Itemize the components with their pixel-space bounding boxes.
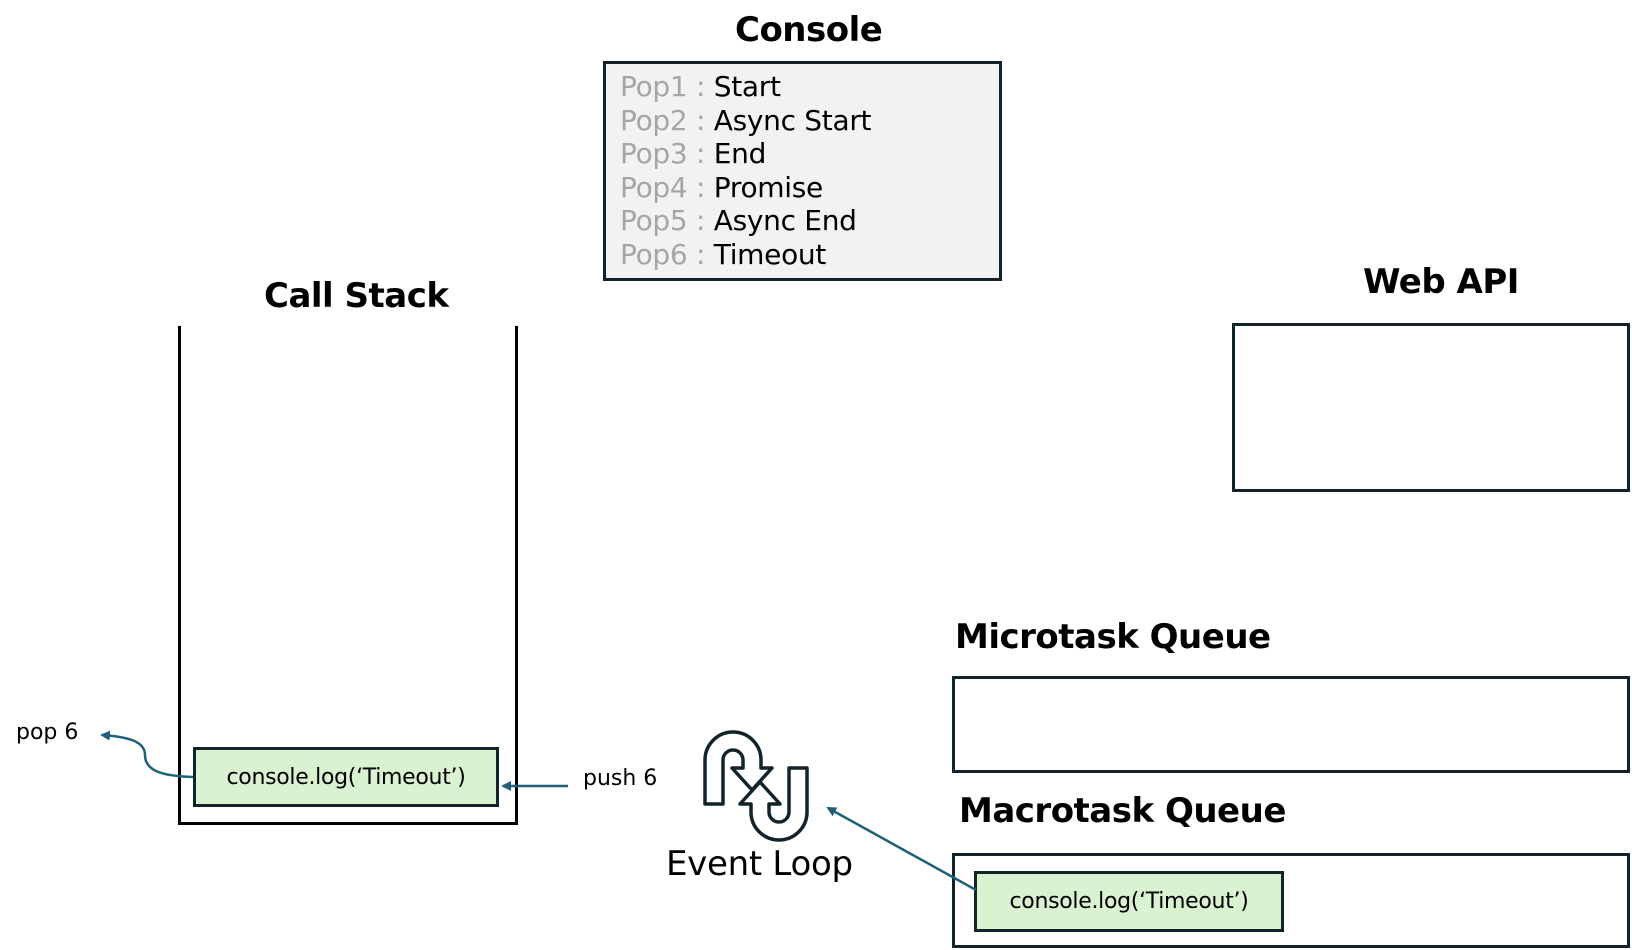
- console-output: Async Start: [713, 103, 872, 137]
- console-line: Pop3 : End: [620, 137, 999, 171]
- pop-label: pop 6: [16, 720, 79, 745]
- console-line: Pop4 : Promise: [620, 171, 999, 205]
- macrotask-queue-item: console.log(‘Timeout’): [974, 871, 1284, 932]
- console-pop-label: Pop6 :: [620, 237, 706, 271]
- macrotask-queue-title: Macrotask Queue: [959, 791, 1286, 831]
- console-title: Console: [735, 10, 883, 50]
- console-panel: Pop1 : Start Pop2 : Async Start Pop3 : E…: [603, 61, 1002, 281]
- call-stack-item: console.log(‘Timeout’): [193, 747, 499, 807]
- console-output: Promise: [713, 170, 824, 204]
- web-api-box: [1232, 323, 1630, 492]
- console-line: Pop1 : Start: [620, 70, 999, 104]
- call-stack-container: [178, 326, 518, 825]
- console-line: Pop5 : Async End: [620, 204, 999, 238]
- push-label: push 6: [583, 766, 658, 791]
- console-pop-label: Pop2 :: [620, 103, 706, 137]
- event-loop-icon: [700, 730, 812, 842]
- console-pop-label: Pop5 :: [620, 204, 706, 237]
- web-api-title: Web API: [1363, 262, 1519, 302]
- macrotask-to-event-loop-arrow: [826, 806, 977, 892]
- console-output: Timeout: [713, 237, 827, 271]
- microtask-queue-title: Microtask Queue: [955, 617, 1271, 657]
- console-line: Pop6 : Timeout: [620, 238, 999, 272]
- call-stack-title: Call Stack: [264, 276, 449, 316]
- console-pop-label: Pop4 :: [620, 170, 706, 204]
- console-output: Start: [713, 70, 781, 103]
- pop-arrow: [100, 730, 194, 779]
- console-pop-label: Pop3 :: [620, 137, 706, 170]
- console-pop-label: Pop1 :: [620, 70, 706, 103]
- console-line: Pop2 : Async Start: [620, 104, 999, 138]
- console-output: End: [713, 137, 767, 170]
- event-loop-label: Event Loop: [666, 844, 853, 884]
- microtask-queue-box: [952, 676, 1630, 773]
- console-output: Async End: [713, 204, 857, 237]
